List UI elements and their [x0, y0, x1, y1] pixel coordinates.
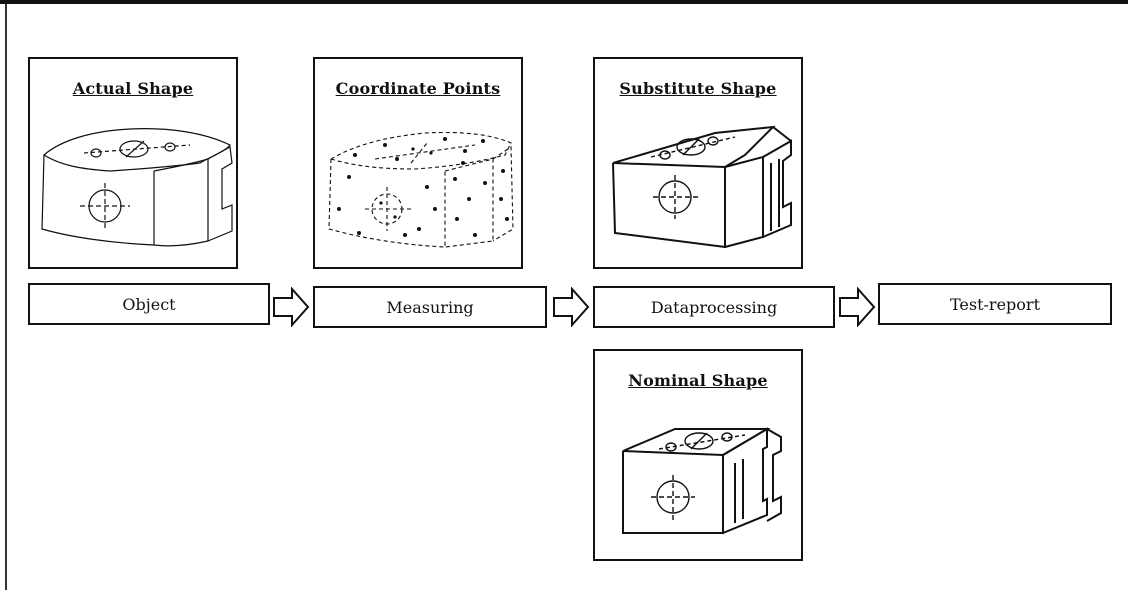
panel-substitute-shape: Substitute Shape	[593, 57, 803, 269]
step-dataprocessing: Dataprocessing	[593, 286, 835, 328]
nominal-shape-sketch	[622, 427, 782, 534]
panel-title-actual-shape: Actual Shape	[72, 79, 194, 98]
arrow-right-icon	[839, 287, 876, 327]
actual-shape-sketch	[41, 128, 233, 247]
step-test-report: Test-report	[878, 283, 1112, 325]
panel-title-substitute-shape: Substitute Shape	[619, 79, 777, 98]
arrow-right-icon	[273, 287, 310, 327]
top-border	[0, 0, 1128, 4]
arrow-right-icon	[553, 287, 590, 327]
step-object: Object	[28, 283, 270, 325]
substitute-shape-sketch	[612, 125, 792, 249]
panel-title-coordinate-points: Coordinate Points	[335, 79, 501, 98]
left-border	[5, 4, 7, 590]
panel-coordinate-points: Coordinate Points	[313, 57, 523, 269]
step-measuring: Measuring	[313, 286, 547, 328]
panel-nominal-shape: Nominal Shape	[593, 349, 803, 561]
panel-title-nominal-shape: Nominal Shape	[628, 371, 768, 390]
panel-actual-shape: Actual Shape	[28, 57, 238, 269]
coordinate-points-sketch	[328, 131, 514, 248]
